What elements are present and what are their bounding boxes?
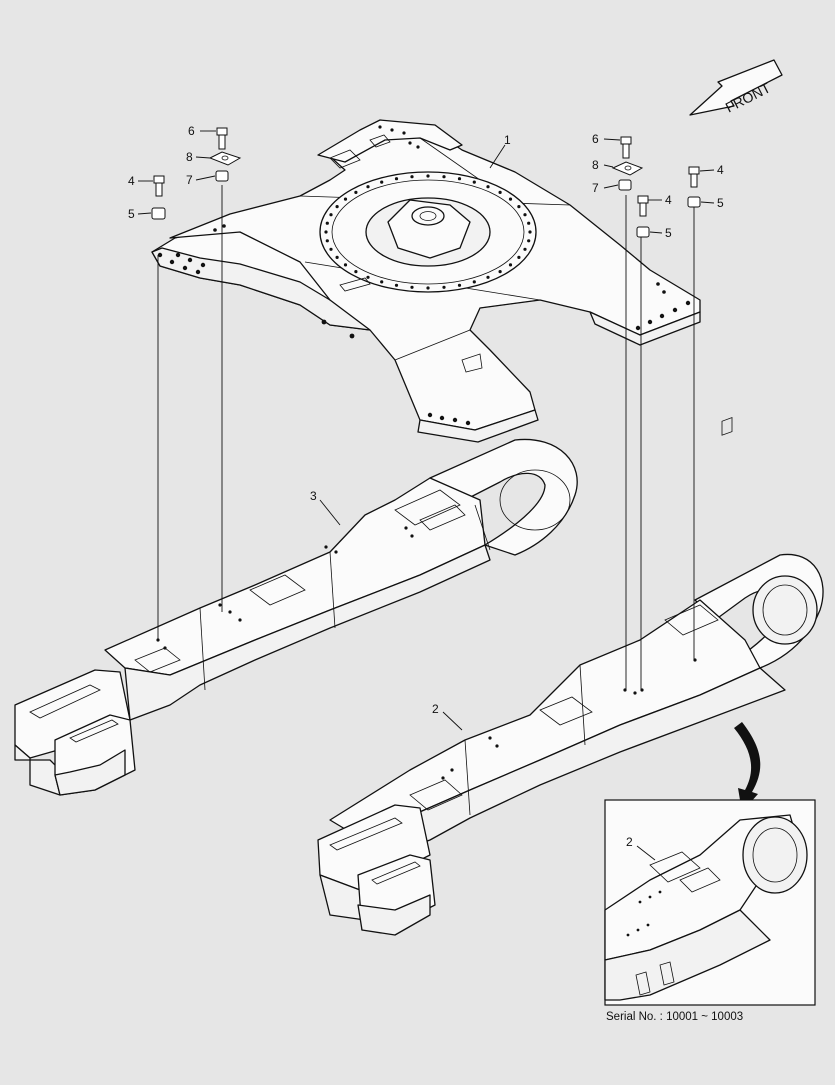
callout-right-8: 8 <box>592 158 599 172</box>
bearing-hole <box>410 285 414 289</box>
bearing-hole <box>354 270 358 274</box>
hardware-left <box>151 127 242 220</box>
bearing-hole <box>457 283 462 287</box>
bearing-hole <box>366 185 370 189</box>
bearing-hole <box>335 255 339 259</box>
bearing-hole <box>380 280 384 284</box>
callout-right-4b: 4 <box>717 163 724 177</box>
bearing-hole <box>410 175 414 179</box>
front-direction-arrow: FRONT <box>689 59 783 116</box>
bearing-hole <box>329 247 333 251</box>
bearing-hole <box>498 270 502 274</box>
upper-frame-part-1 <box>151 119 701 443</box>
bearing-hole <box>325 239 329 243</box>
bearing-hole <box>528 230 532 234</box>
track-frame-part-2 <box>317 417 824 936</box>
callout-detail-part-2: 2 <box>626 835 633 849</box>
callout-part-2: 2 <box>432 702 439 716</box>
callout-leaders <box>137 130 715 731</box>
callout-right-6: 6 <box>592 132 599 146</box>
callout-part-3: 3 <box>310 489 317 503</box>
bearing-hole <box>343 197 348 201</box>
bearing-hole <box>517 255 521 259</box>
bearing-hole <box>442 175 446 179</box>
bearing-hole <box>366 275 370 279</box>
bearing-hole <box>442 285 446 289</box>
bearing-hole <box>394 177 399 181</box>
detail-pointer-arrow <box>734 722 761 812</box>
callout-labels: 6 8 7 4 5 6 8 7 4 5 4 5 1 3 2 <box>128 124 724 716</box>
bearing-hole <box>325 221 329 225</box>
callout-left-4: 4 <box>128 174 135 188</box>
bearing-hole <box>472 280 476 284</box>
callout-left-5: 5 <box>128 207 135 221</box>
bearing-hole <box>486 185 490 189</box>
bearing-hole <box>508 197 513 201</box>
detail-inset: 2 <box>604 799 816 1006</box>
alignment-lines <box>157 185 695 690</box>
bearing-hole <box>343 263 348 267</box>
bearing-hole <box>486 275 490 279</box>
bearing-hole <box>457 177 462 181</box>
callout-right-5b: 5 <box>717 196 724 210</box>
bearing-hole <box>380 180 384 184</box>
bearing-hole <box>324 230 328 234</box>
hardware-right <box>611 136 701 238</box>
callout-right-5a: 5 <box>665 226 672 240</box>
callout-left-8: 8 <box>186 150 193 164</box>
bearing-hole <box>426 286 430 290</box>
callout-right-4a: 4 <box>665 193 672 207</box>
bearing-hole <box>354 190 358 194</box>
bearing-hole <box>498 190 502 194</box>
bearing-hole <box>335 205 339 209</box>
detail-track-frame-end <box>604 814 808 1001</box>
bearing-hole <box>523 247 527 251</box>
serial-number-note: Serial No. : 10001 ~ 10003 <box>606 1011 743 1023</box>
track-frame-part-3 <box>14 438 578 796</box>
bearing-hole <box>329 213 333 217</box>
callout-left-6: 6 <box>188 124 195 138</box>
bearing-hole <box>527 221 531 225</box>
bearing-bolt-holes <box>324 174 532 290</box>
callout-right-7: 7 <box>592 181 599 195</box>
callout-left-7: 7 <box>186 173 193 187</box>
callout-part-1: 1 <box>504 133 511 147</box>
bearing-hole <box>508 263 513 267</box>
bearing-hole <box>517 205 521 209</box>
bearing-hole <box>523 213 527 217</box>
bearing-hole <box>426 174 430 178</box>
bearing-hole <box>527 239 531 243</box>
bearing-hole <box>472 180 476 184</box>
bearing-hole <box>394 283 399 287</box>
